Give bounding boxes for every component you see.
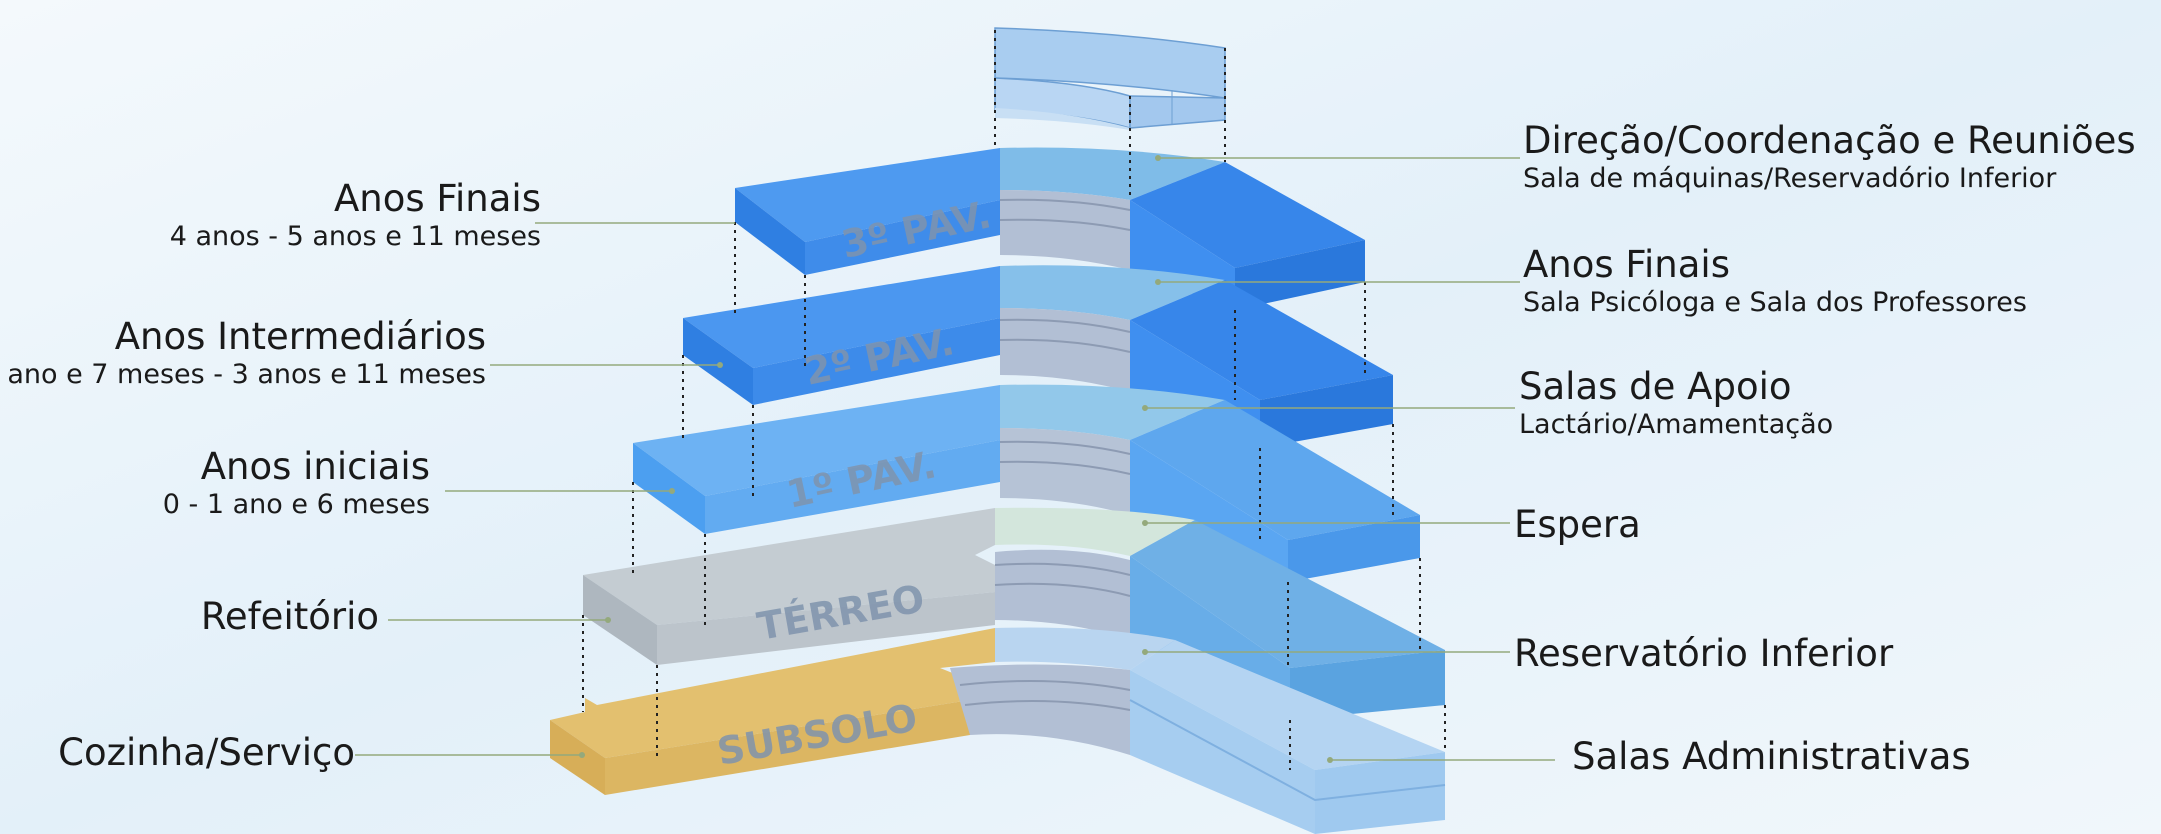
label-subtitle: 1 ano e 7 meses - 3 anos e 11 meses bbox=[0, 359, 486, 390]
leader-lines bbox=[355, 157, 1555, 761]
label-left-cozinha-servico: Cozinha/Serviço bbox=[58, 732, 355, 774]
label-right-reservatorio: Reservatório Inferior bbox=[1514, 633, 1893, 675]
label-subtitle: Sala Psicóloga e Sala dos Professores bbox=[1523, 287, 2027, 318]
label-title: Espera bbox=[1514, 503, 1641, 546]
label-right-espera: Espera bbox=[1514, 504, 1641, 546]
floor-second: 2º PAV. bbox=[683, 265, 1393, 448]
label-right-anos-finais: Anos Finais Sala Psicóloga e Sala dos Pr… bbox=[1523, 244, 2027, 320]
label-title: Salas de Apoio bbox=[1519, 365, 1792, 408]
label-right-salas-de-apoio: Salas de Apoio Lactário/Amamentação bbox=[1519, 366, 1833, 442]
label-right-direcao: Direção/Coordenação e Reuniões Sala de m… bbox=[1523, 120, 2136, 196]
label-title: Reservatório Inferior bbox=[1514, 632, 1894, 675]
floor-basement: SUBSOLO bbox=[550, 627, 1446, 834]
floor-rooftop bbox=[994, 27, 1226, 130]
label-title: Anos Finais bbox=[1523, 243, 1730, 286]
label-title: Anos Finais bbox=[334, 177, 541, 220]
label-subtitle: 4 anos - 5 anos e 11 meses bbox=[169, 221, 541, 252]
label-title: Direção/Coordenação e Reuniões bbox=[1523, 119, 2136, 162]
label-title: Cozinha/Serviço bbox=[58, 731, 355, 774]
floor-ground: TÉRREO bbox=[583, 507, 1445, 720]
label-right-salas-administrativas: Salas Administrativas bbox=[1572, 736, 1971, 778]
label-left-anos-intermediarios: Anos Intermediários 1 ano e 7 meses - 3 … bbox=[0, 316, 486, 392]
label-subtitle: 0 - 1 ano e 6 meses bbox=[162, 489, 430, 520]
label-title: Anos iniciais bbox=[200, 445, 430, 488]
leader-dots bbox=[579, 155, 1333, 763]
label-left-anos-finais: Anos Finais 4 anos - 5 anos e 11 meses bbox=[170, 178, 541, 254]
floor-first: 1º PAV. bbox=[633, 384, 1420, 582]
label-title: Anos Intermediários bbox=[114, 315, 486, 358]
label-title: Salas Administrativas bbox=[1572, 735, 1971, 778]
label-left-refeitorio: Refeitório bbox=[201, 596, 379, 638]
label-subtitle: Lactário/Amamentação bbox=[1519, 409, 1834, 440]
alignment-lines bbox=[582, 30, 1446, 770]
label-subtitle: Sala de máquinas/Reservadório Inferior bbox=[1523, 163, 2057, 194]
label-title: Refeitório bbox=[200, 595, 379, 638]
label-left-anos-iniciais: Anos iniciais 0 - 1 ano e 6 meses bbox=[163, 446, 430, 522]
